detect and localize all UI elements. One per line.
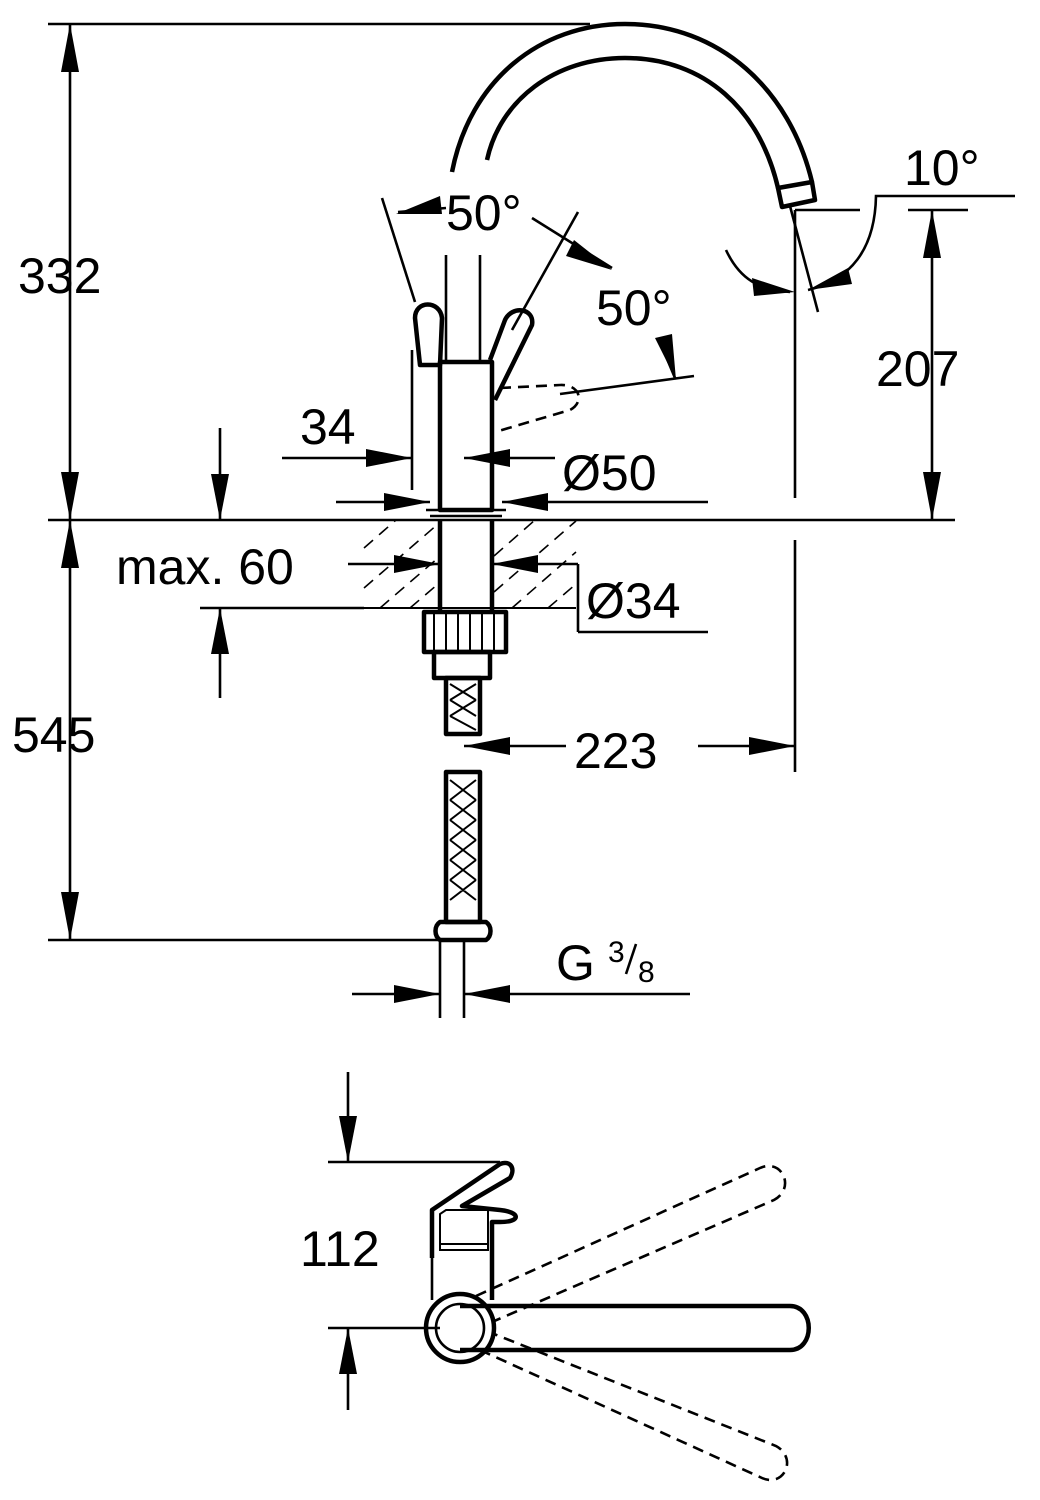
label-spout-reach: 223 — [574, 723, 657, 779]
label-hose-length: 545 — [12, 707, 95, 763]
label-spout-tilt: 10° — [904, 140, 980, 196]
dimension-top-view-depth: 112 — [300, 1072, 380, 1410]
label-thread-prefix: G — [556, 935, 595, 991]
dimension-hole-diameter: Ø34 — [348, 555, 708, 634]
label-top-view-depth: 112 — [300, 1221, 380, 1277]
label-lever-right: 50° — [596, 280, 672, 336]
faucet-top-view — [328, 1160, 811, 1482]
label-thread-num: 3 — [608, 936, 625, 969]
dimension-lever-right: 50° — [510, 211, 695, 396]
dimension-thread: G 3 8 — [352, 935, 690, 1003]
label-lever-offset: 34 — [300, 399, 356, 455]
dimension-max-countertop: max. 60 — [116, 428, 364, 698]
countertop-hatch — [363, 519, 577, 609]
dimension-spout-reach: 223 — [464, 540, 797, 779]
label-total-height: 332 — [18, 248, 101, 304]
faucet-side-view — [48, 21, 955, 1018]
label-lever-left: 50° — [446, 185, 522, 241]
label-spout-height: 207 — [876, 341, 959, 397]
dimension-total-height: 332 — [18, 24, 101, 520]
label-hole-diameter: Ø34 — [586, 573, 681, 629]
dimension-spout-height: 207 — [876, 208, 968, 520]
label-max-countertop: max. 60 — [116, 539, 294, 595]
label-body-diameter: Ø50 — [562, 445, 657, 501]
dimension-spout-tilt: 10° — [724, 140, 1015, 498]
dimension-body-diameter: Ø50 — [336, 445, 708, 511]
dimension-lever-left: 50° — [380, 185, 522, 362]
label-thread-den: 8 — [638, 956, 655, 989]
dimension-lever-offset: 34 — [282, 350, 555, 490]
dimension-hose-length: 545 — [12, 520, 95, 940]
